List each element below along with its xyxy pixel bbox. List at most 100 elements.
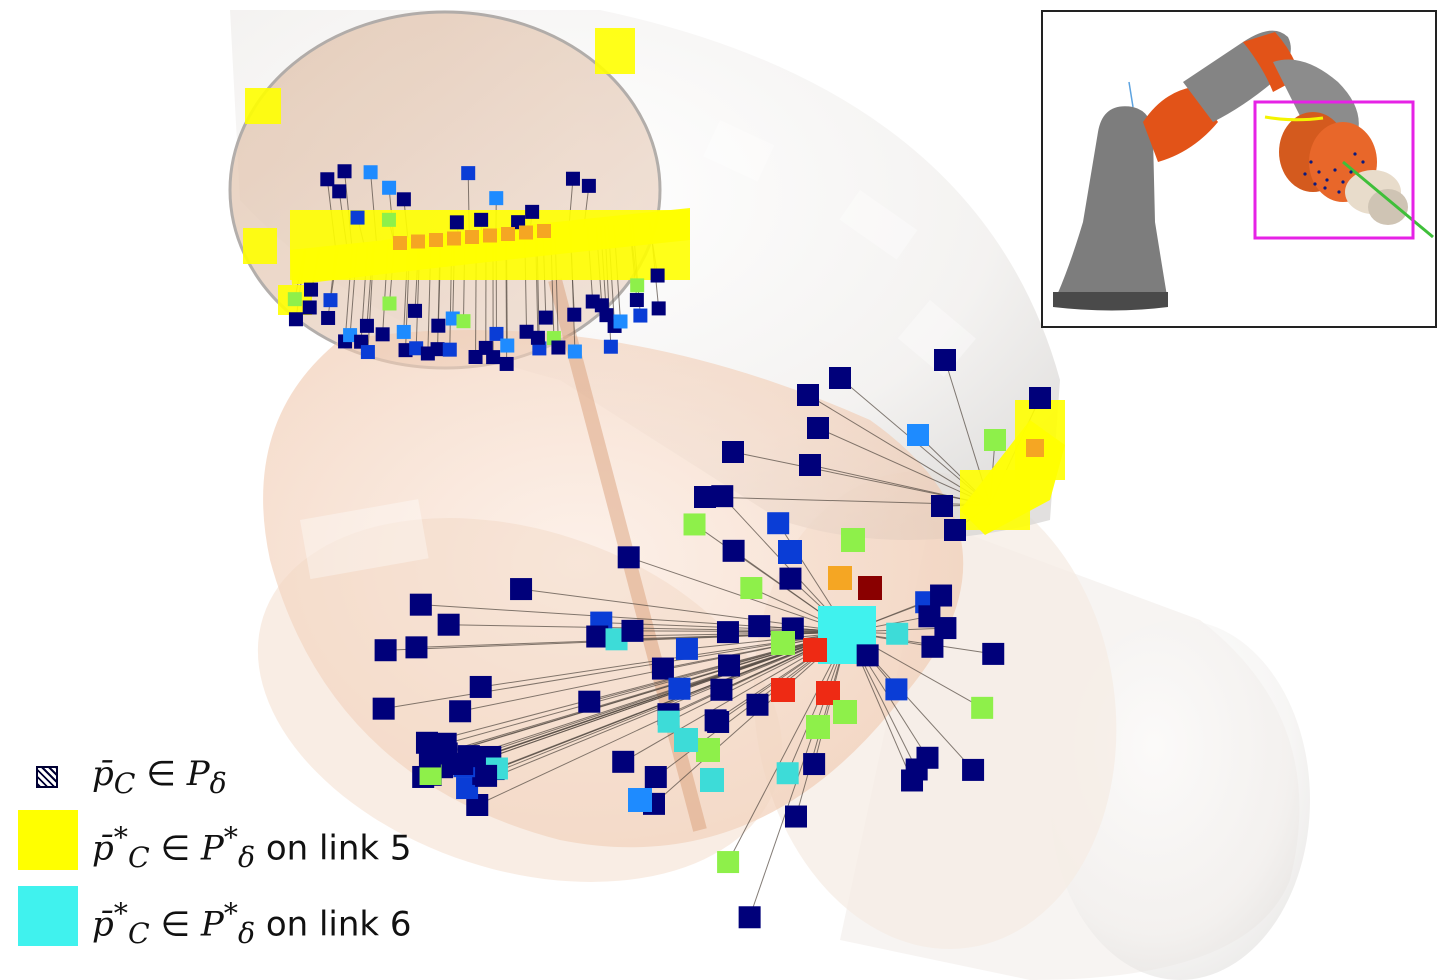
contact-point: [405, 636, 427, 658]
contact-point: [332, 184, 346, 198]
contact-point: [803, 638, 827, 662]
contact-point: [393, 236, 407, 250]
contact-point: [717, 851, 739, 873]
contact-point: [934, 349, 956, 371]
contact-point: [578, 691, 600, 713]
contact-point: [586, 626, 608, 648]
contact-point: [566, 172, 580, 186]
contact-point: [633, 309, 647, 323]
contact-point: [934, 617, 956, 639]
contact-point: [982, 643, 1004, 665]
contact-point: [397, 192, 411, 206]
contact-point: [779, 568, 801, 590]
contact-point: [718, 654, 740, 676]
contact-point: [373, 698, 395, 720]
contact-point: [711, 485, 733, 507]
contact-point: [438, 614, 460, 636]
contact-point: [907, 424, 929, 446]
contact-point: [1029, 387, 1051, 409]
contact-point: [858, 576, 882, 600]
contact-point: [885, 678, 907, 700]
contact-point: [668, 678, 690, 700]
link5-highlight: [595, 28, 635, 74]
contact-point: [674, 728, 698, 752]
contact-point: [931, 495, 953, 517]
contact-point: [778, 540, 802, 564]
contact-point: [799, 454, 821, 476]
contact-point: [746, 694, 768, 716]
contact-point: [567, 308, 581, 322]
contact-point: [376, 327, 390, 341]
contact-point: [568, 345, 582, 359]
contact-point: [537, 224, 551, 238]
contact-point: [410, 594, 432, 616]
contact-point: [501, 227, 515, 241]
contact-point: [962, 759, 984, 781]
contact-point: [723, 540, 745, 562]
contact-point: [748, 615, 770, 637]
contact-point: [628, 788, 652, 812]
contact-point: [771, 631, 795, 655]
contact-point: [621, 620, 643, 642]
contact-point: [397, 325, 411, 339]
contact-point: [360, 319, 374, 333]
contact-point: [320, 172, 334, 186]
contact-point: [431, 319, 445, 333]
contact-point: [921, 636, 943, 658]
contact-point: [288, 292, 302, 306]
contact-point: [489, 191, 503, 205]
contact-point: [450, 215, 464, 229]
robot-overview-inset: [1041, 10, 1437, 328]
contact-point: [458, 745, 480, 767]
contact-point: [461, 166, 475, 180]
contact-point: [785, 806, 807, 828]
contact-point: [304, 283, 318, 297]
contact-point: [807, 417, 829, 439]
contact-point: [408, 304, 422, 318]
contact-point: [289, 312, 303, 326]
contact-point: [652, 301, 666, 315]
contact-point: [525, 205, 539, 219]
contact-point: [739, 906, 761, 928]
contact-point: [443, 343, 457, 357]
contact-point: [531, 331, 545, 345]
contact-point: [539, 311, 553, 325]
contact-point: [456, 314, 470, 328]
contact-point: [338, 164, 352, 178]
contact-point: [984, 429, 1006, 451]
contact-point: [614, 314, 628, 328]
contact-point: [429, 233, 443, 247]
contact-point: [500, 339, 514, 353]
contact-point: [630, 278, 644, 292]
contact-point: [375, 639, 397, 661]
contact-point: [829, 367, 851, 389]
contact-point: [722, 441, 744, 463]
contact-point: [551, 341, 565, 355]
contact-point: [767, 512, 789, 534]
contact-point: [364, 165, 378, 179]
contact-point: [930, 585, 952, 607]
contact-point: [510, 578, 532, 600]
contact-point: [361, 345, 375, 359]
contact-point: [696, 738, 720, 762]
contact-point: [717, 621, 739, 643]
contact-point: [684, 513, 706, 535]
contact-point: [1026, 439, 1044, 457]
contact-point: [777, 762, 799, 784]
contact-point: [630, 293, 644, 307]
yellow-swatch-icon: [18, 810, 78, 870]
contact-point: [447, 232, 461, 246]
contact-point: [475, 765, 497, 787]
hatched-square-icon: [36, 766, 58, 788]
contact-point: [483, 229, 497, 243]
contact-point: [833, 700, 857, 724]
contact-point: [710, 679, 732, 701]
contact-point: [303, 300, 317, 314]
contact-point: [771, 678, 795, 702]
contact-point: [651, 269, 665, 283]
contact-point: [676, 638, 698, 660]
contact-point: [470, 676, 492, 698]
cyan-swatch-icon: [18, 886, 78, 946]
contact-point: [803, 753, 825, 775]
contact-point: [645, 766, 667, 788]
